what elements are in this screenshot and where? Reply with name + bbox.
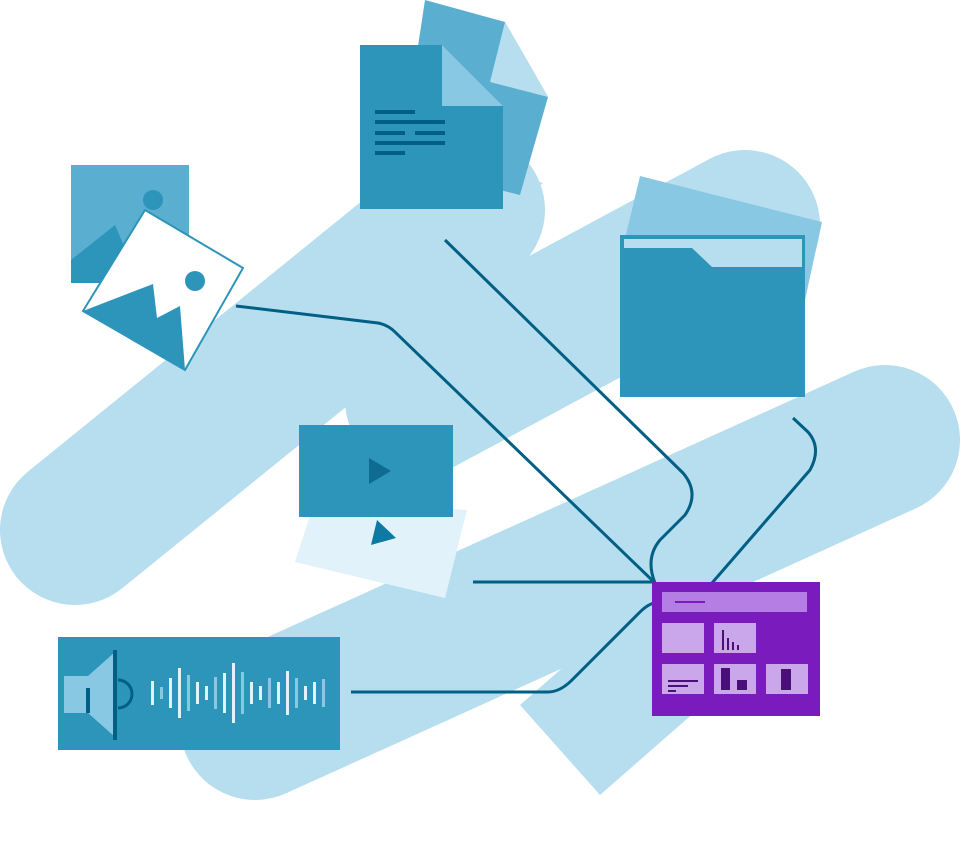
waveform-bar — [250, 682, 253, 704]
audio-waveform — [151, 663, 325, 723]
waveform-bar — [259, 686, 262, 700]
dashboard-icon — [652, 582, 820, 716]
waveform-bar — [196, 682, 199, 704]
video-icon — [295, 425, 467, 598]
waveform-bar — [232, 663, 235, 723]
waveform-bar — [322, 679, 325, 707]
waveform-bar — [223, 673, 226, 713]
audio-icon — [58, 637, 340, 750]
connector-image — [235, 304, 657, 585]
waveform-bar — [277, 682, 280, 704]
waveform-bar — [268, 678, 271, 708]
waveform-bar — [286, 671, 289, 715]
image-icon — [71, 165, 245, 372]
connector-folder — [710, 416, 817, 584]
waveform-bar — [295, 678, 298, 708]
folder-icon — [620, 176, 822, 397]
waveform-bar — [151, 681, 154, 705]
waveform-bar — [169, 678, 172, 708]
waveform-bar — [160, 687, 163, 699]
waveform-bar — [241, 672, 244, 714]
waveform-bar — [178, 668, 181, 718]
waveform-bar — [205, 686, 208, 700]
connectors — [235, 238, 817, 694]
connector-document — [443, 238, 694, 584]
document-icon — [360, 0, 548, 209]
waveform-bar — [304, 686, 307, 700]
waveform-bar — [214, 677, 217, 709]
waveform-bar — [313, 682, 316, 704]
waveform-bar — [187, 675, 190, 711]
